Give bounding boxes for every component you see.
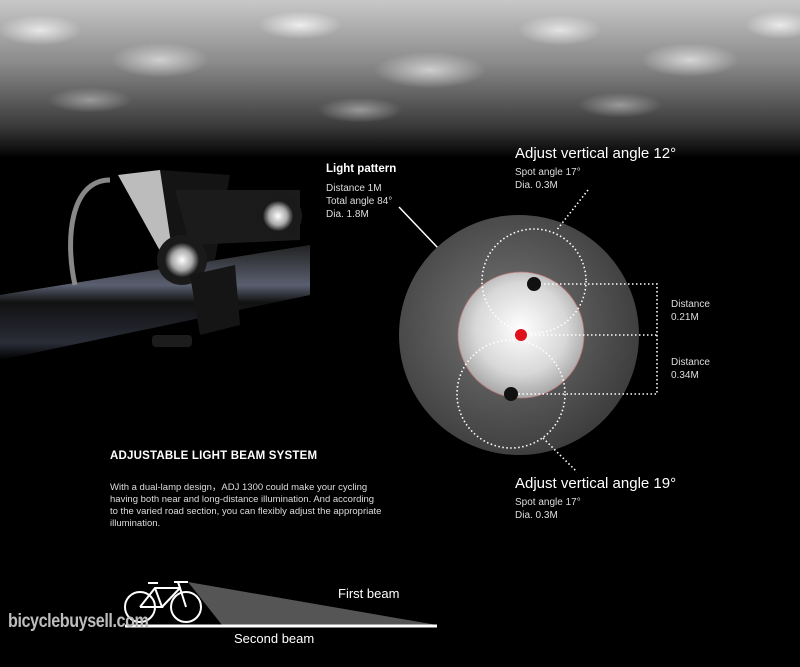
top-spot-dot xyxy=(527,277,541,291)
section-body: With a dual-lamp design，ADJ 1300 could m… xyxy=(110,482,381,530)
bicycle-icon xyxy=(124,581,202,623)
top-spot-circle xyxy=(481,228,587,334)
light-pattern-leader-line xyxy=(398,206,439,249)
section-body-line: to the varied road section, you can flex… xyxy=(110,506,382,517)
beam-side-diagram xyxy=(124,581,437,628)
light-pattern-title: Light pattern xyxy=(326,163,397,175)
top-spot-details: Spot angle 17° Dia. 0.3M xyxy=(515,166,581,192)
light-pattern-angle: Total angle 84° xyxy=(326,196,393,207)
distance-bracket xyxy=(513,283,658,395)
light-pattern-details: Distance 1M Total angle 84° Dia. 1.8M xyxy=(326,182,392,221)
first-beam-label: First beam xyxy=(338,586,400,601)
distance-lower: Distance 0.34M xyxy=(671,356,710,382)
light-pattern-distance: Distance 1M xyxy=(326,183,382,194)
distance-upper: Distance 0.21M xyxy=(671,298,710,324)
textured-banner xyxy=(0,0,800,158)
watermark: bicyclebuysell.com xyxy=(8,611,149,632)
section-heading: ADJUSTABLE LIGHT BEAM SYSTEM xyxy=(110,450,318,462)
bottom-spot-title: Adjust vertical angle 19° xyxy=(515,475,677,492)
top-spot-angle: Spot angle 17° xyxy=(515,167,581,178)
light-pattern-diameter: Dia. 1.8M xyxy=(326,209,369,220)
bottom-spot-angle: Spot angle 17° xyxy=(515,497,581,508)
second-beam-label: Second beam xyxy=(234,631,315,646)
bottom-spot-details: Spot angle 17° Dia. 0.3M xyxy=(515,496,581,522)
bottom-spot-dot xyxy=(504,387,518,401)
distance-lower-value: 0.34M xyxy=(671,370,699,381)
headlight-product-image xyxy=(0,170,310,360)
top-spot-leader xyxy=(555,189,589,232)
beam-cone xyxy=(188,582,437,625)
section-body-line: illumination. xyxy=(110,518,161,529)
center-dot xyxy=(515,329,527,341)
bottom-spot-diameter: Dia. 0.3M xyxy=(515,510,558,521)
distance-upper-label: Distance xyxy=(671,299,710,310)
distance-lower-label: Distance xyxy=(671,357,710,368)
section-body-line: With a dual-lamp design，ADJ 1300 could m… xyxy=(110,482,368,493)
top-spot-diameter: Dia. 0.3M xyxy=(515,180,558,191)
bottom-spot-circle xyxy=(456,339,566,449)
top-spot-title: Adjust vertical angle 12° xyxy=(515,145,677,162)
bottom-spot-leader xyxy=(542,437,578,473)
distance-upper-value: 0.21M xyxy=(671,312,699,323)
section-body-line: having both near and long-distance illum… xyxy=(110,494,375,505)
